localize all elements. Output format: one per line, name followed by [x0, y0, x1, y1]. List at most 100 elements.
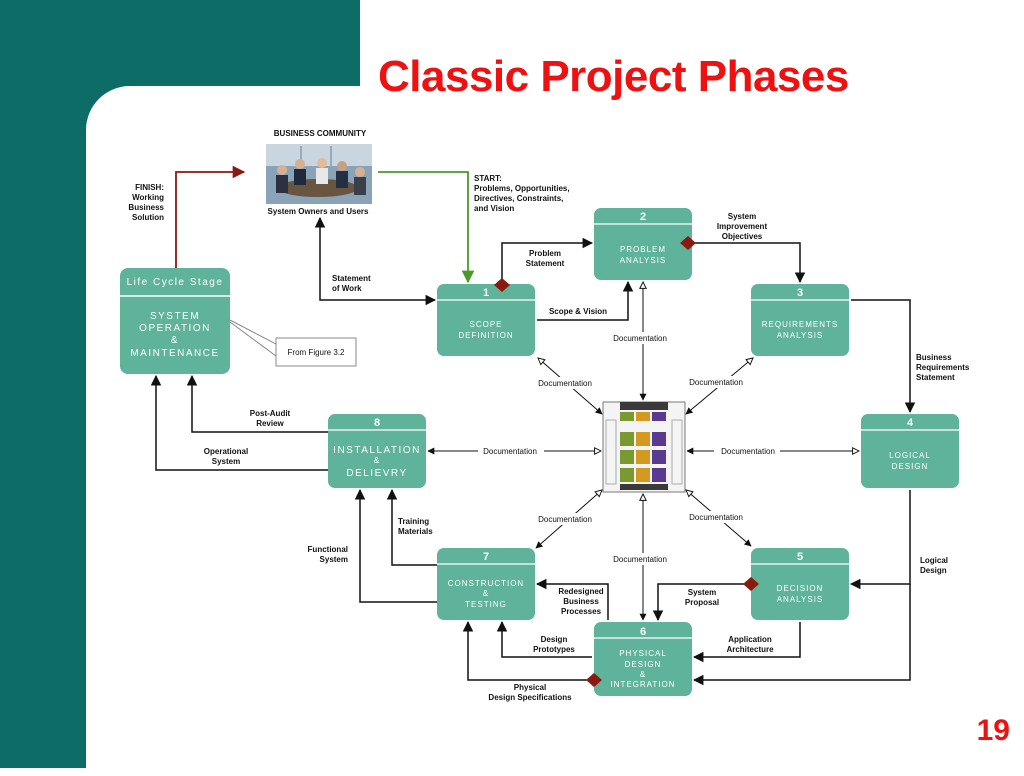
phase-number: 2 [640, 211, 646, 223]
phase-label: PROBLEM [620, 245, 666, 254]
phase-box-2: 2 PROBLEM ANALYSIS [594, 208, 692, 280]
phase-box-3: 3 REQUIREMENTS ANALYSIS [751, 284, 849, 356]
label-scope-vision: Scope & Vision [549, 307, 607, 316]
flow-improvement-objectives [694, 242, 806, 284]
phase-number: 3 [797, 287, 803, 299]
flow-system-proposal [652, 583, 751, 622]
label-post-audit-review: Post-Audit [250, 409, 291, 418]
flow-statement-of-work [314, 216, 437, 306]
label-improvement-objectives: Objectives [722, 232, 763, 241]
finish-note-line: FINISH: [135, 183, 164, 192]
callout-text: From Figure 3.2 [288, 348, 345, 357]
label-application-architecture: Architecture [726, 645, 774, 654]
slide-title: Classic Project Phases [378, 52, 849, 101]
diamond-marker [680, 236, 696, 250]
label-business-requirements: Business [916, 353, 952, 362]
phase-number: 4 [907, 417, 914, 429]
phase-label: DEFINITION [458, 331, 513, 340]
flow-logical-design-to-5 [849, 490, 911, 590]
documentation-label: Documentation [483, 447, 537, 456]
start-arrow [378, 171, 475, 284]
flow-scope-vision [537, 280, 634, 321]
start-note: START: Problems, Opportunities, Directiv… [474, 174, 570, 213]
callout-pointer [229, 319, 277, 357]
phase-label: INSTALLATION [333, 445, 421, 456]
label-business-requirements: Requirements [916, 363, 970, 372]
label-design-prototypes: Prototypes [533, 645, 575, 654]
phase-label: DESIGN [892, 462, 929, 471]
lifecycle-line: SYSTEM [150, 311, 200, 322]
lifecycle-line: OPERATION [139, 323, 211, 334]
label-improvement-objectives: System [728, 212, 756, 221]
label-operational-system: System [212, 457, 240, 466]
finish-note-line: Business [128, 203, 164, 212]
lifecycle-line: MAINTENANCE [130, 348, 219, 359]
label-redesigned-processes: Business [563, 597, 599, 606]
slide-number: 19 [976, 714, 1010, 747]
phase-box-4: 4 LOGICAL DESIGN [861, 414, 959, 488]
finish-arrow [175, 165, 246, 268]
phase-label: INTEGRATION [610, 680, 675, 689]
start-note-line: and Vision [474, 204, 514, 213]
phase-label: DECISION [777, 584, 824, 593]
phase-label: LOGICAL [889, 451, 931, 460]
information-system-repository [602, 401, 686, 493]
label-logical-design: Logical [920, 556, 948, 565]
flow-design-prototypes [496, 620, 592, 658]
flow-operational-system [150, 374, 328, 471]
label-operational-system: Operational [204, 447, 248, 456]
lifecycle-line: & [171, 335, 179, 346]
flow-application-architecture [692, 622, 801, 663]
start-note-line: START: [474, 174, 502, 183]
start-note-line: Directives, Constraints, [474, 194, 563, 203]
documentation-label: Documentation [689, 513, 743, 522]
phase-label: ANALYSIS [620, 256, 667, 265]
phase-label: PHYSICAL [619, 649, 667, 658]
label-training-materials: Materials [398, 527, 433, 536]
label-system-proposal: System [688, 588, 716, 597]
label-application-architecture: Application [728, 635, 772, 644]
diamond-marker [743, 577, 759, 591]
documentation-label: Documentation [613, 334, 667, 343]
phase-label: TESTING [465, 600, 507, 609]
documentation-label: Documentation [538, 379, 592, 388]
phase-number: 1 [483, 287, 489, 299]
lifecycle-stage-box: Life Cycle Stage SYSTEM OPERATION & MAIN… [120, 268, 230, 374]
phase-label: ANALYSIS [777, 595, 824, 604]
label-redesigned-processes: Processes [561, 607, 602, 616]
lifecycle-header: Life Cycle Stage [127, 277, 224, 288]
flow-functional-system [354, 488, 437, 603]
business-community-caption: System Owners and Users [268, 207, 369, 216]
phase-number: 8 [374, 417, 380, 429]
phase-box-6: 6 PHYSICAL DESIGN & INTEGRATION [594, 622, 692, 696]
phase-number: 7 [483, 551, 489, 563]
phase-label: ANALYSIS [777, 331, 824, 340]
label-physical-design-specs: Physical [514, 683, 546, 692]
label-physical-design-specs: Design Specifications [488, 693, 572, 702]
start-note-line: Problems, Opportunities, [474, 184, 570, 193]
phase-box-8: 8 INSTALLATION & DELIEVRY [328, 414, 426, 488]
phase-label: & [640, 670, 646, 679]
diamond-marker [586, 673, 602, 687]
phase-label: DESIGN [625, 660, 662, 669]
callout-box [275, 337, 357, 367]
phase-label: REQUIREMENTS [762, 320, 838, 329]
label-problem-statement: Problem [529, 249, 561, 258]
label-statement-of-work: Statement [332, 274, 371, 283]
label-problem-statement: Statement [526, 259, 565, 268]
documentation-label: Documentation [721, 447, 775, 456]
phase-number: 6 [640, 626, 646, 638]
label-design-prototypes: Design [541, 635, 568, 644]
phase-number: 5 [797, 551, 803, 563]
business-meeting-photo [266, 144, 372, 204]
flow-problem-statement [501, 237, 594, 284]
finish-note: FINISH: Working Business Solution [128, 183, 164, 222]
phase-box-5: 5 DECISION ANALYSIS [751, 548, 849, 620]
finish-note-line: Working [132, 193, 164, 202]
phase-label: & [374, 456, 380, 465]
teal-left-margin [0, 0, 86, 768]
business-community-heading: BUSINESS COMMUNITY [274, 129, 367, 138]
label-functional-system: System [320, 555, 348, 564]
phase-label: & [483, 589, 489, 598]
